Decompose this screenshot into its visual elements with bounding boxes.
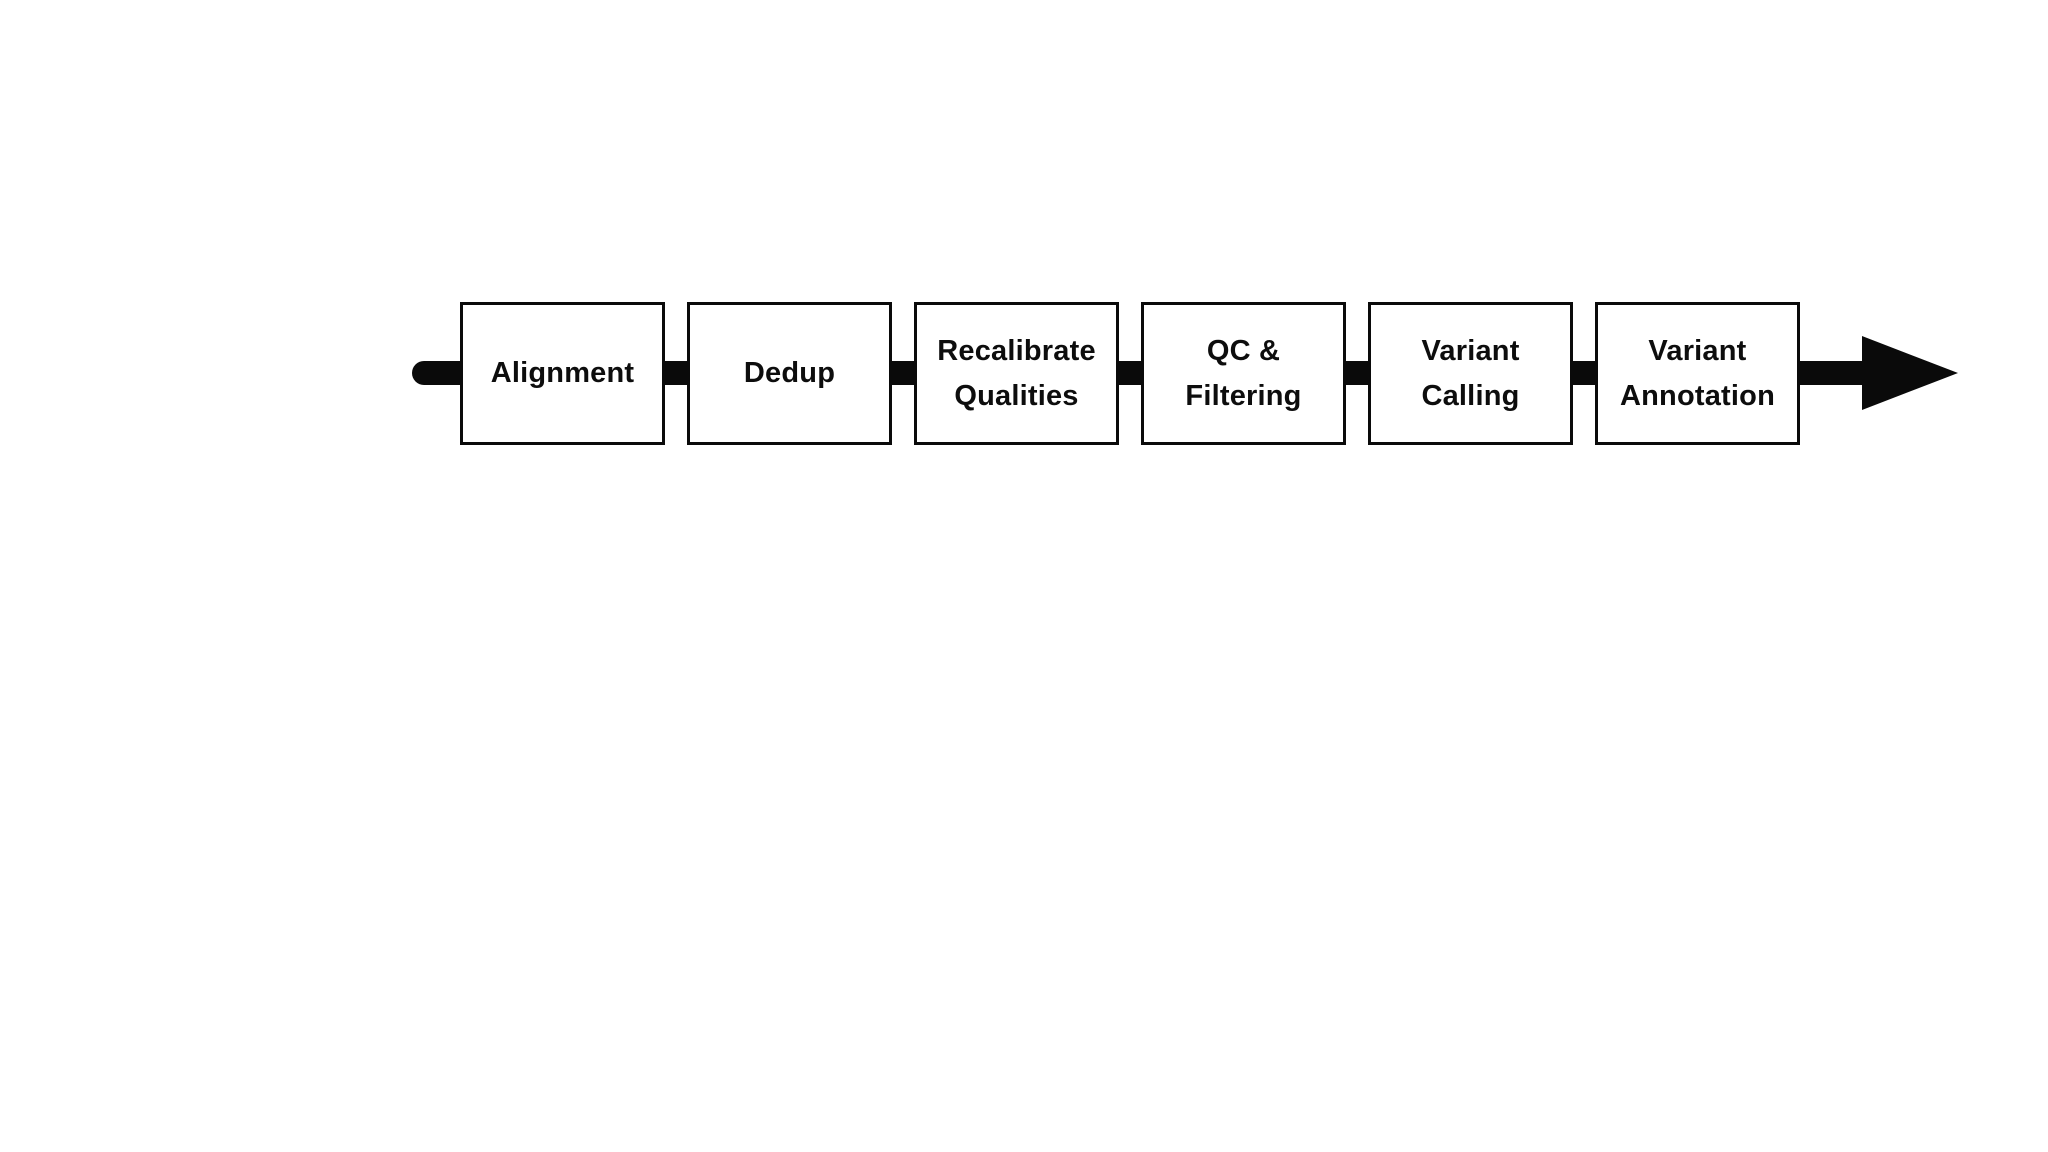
step-box-variant-calling: Variant Calling (1368, 302, 1573, 445)
step-box-variant-annotation: Variant Annotation (1595, 302, 1800, 445)
step-label-variant-annotation: Variant Annotation (1619, 334, 1775, 412)
step-label-qc-filtering: QC & Filtering (1185, 334, 1302, 412)
pipeline-steps-row: Alignment Dedup Recalibrate Qualities QC… (460, 302, 1800, 445)
step-label-alignment: Alignment (490, 357, 635, 389)
step-box-recalibrate-qualities: Recalibrate Qualities (914, 302, 1119, 445)
step-label-recalibrate-qualities: Recalibrate Qualities (937, 334, 1096, 412)
step-box-alignment: Alignment (460, 302, 665, 445)
step-box-qc-filtering: QC & Filtering (1141, 302, 1346, 445)
step-box-dedup: Dedup (687, 302, 892, 445)
step-label-dedup: Dedup (743, 357, 836, 389)
flow-arrow-head-icon (1862, 336, 1958, 410)
step-label-variant-calling: Variant Calling (1421, 334, 1520, 412)
